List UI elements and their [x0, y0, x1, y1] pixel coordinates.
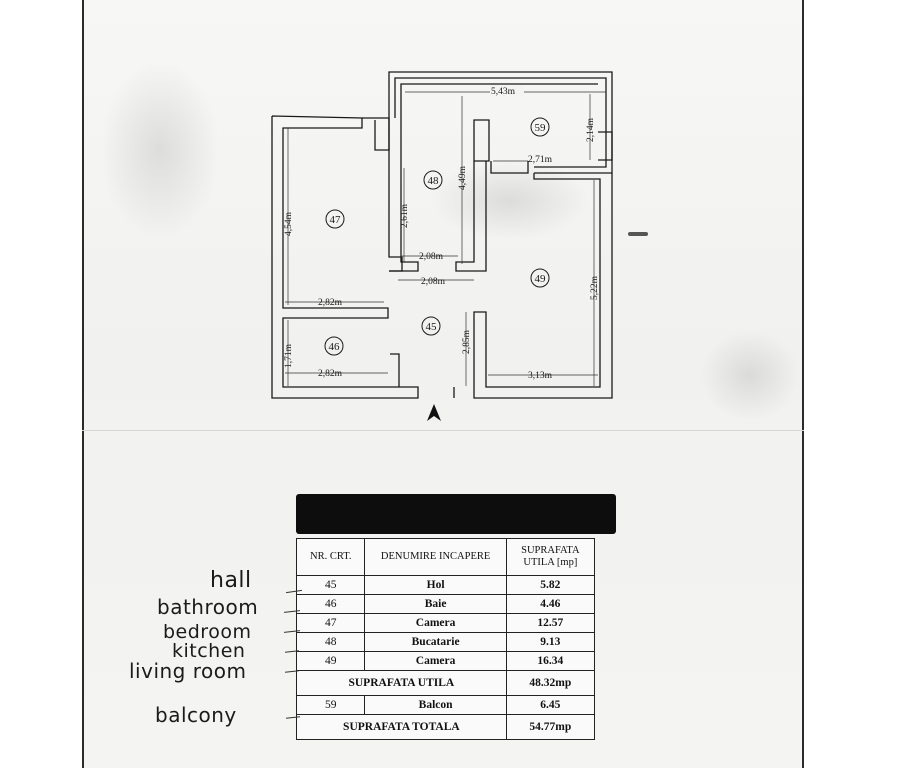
dimension-label: 1,71m: [284, 343, 294, 368]
area-table: NR. CRT. DENUMIRE INCAPERE SUPRAFATA UTI…: [295, 538, 596, 740]
table-row: 59 Balcon 6.45: [295, 695, 596, 715]
dimension-label: 2,08m: [419, 252, 444, 262]
total-value: 54.77mp: [505, 714, 596, 740]
dimension-label: 5,43m: [491, 87, 516, 97]
subtotal-row: SUPRAFATA UTILA 48.32mp: [296, 670, 596, 696]
dimension-label: 3,13m: [528, 371, 553, 381]
subtotal-label: SUPRAFATA UTILA: [296, 670, 507, 696]
table-header-row: NR. CRT. DENUMIRE INCAPERE SUPRAFATA UTI…: [295, 538, 596, 576]
handwritten-note: bathroom: [157, 595, 259, 619]
cell-nr: 59: [295, 695, 366, 715]
cell-area: 5.82: [505, 575, 596, 595]
table-row: 49 Camera 16.34: [295, 651, 596, 671]
cell-area: 16.34: [505, 651, 596, 671]
cell-room-name: Bucatarie: [364, 632, 507, 652]
dimension-label: 2,82m: [318, 298, 343, 308]
wall-pillar: [473, 119, 490, 162]
cell-area: 12.57: [505, 613, 596, 633]
wall-balcony-column: [598, 131, 613, 161]
table-row: 46 Baie 4.46: [295, 594, 596, 614]
dimension-label: 4,54m: [284, 211, 294, 236]
cell-nr: 47: [295, 613, 366, 633]
total-label: SUPRAFATA TOTALA: [296, 714, 507, 740]
paper-mark: [628, 232, 648, 236]
subtotal-value: 48.32mp: [505, 670, 596, 696]
table-row: 45 Hol 5.82: [295, 575, 596, 595]
wall-kitchen-right: [455, 161, 487, 272]
handwritten-note: kitchen: [172, 640, 246, 662]
room-number: 46: [329, 341, 341, 353]
paper-smudge: [700, 330, 800, 420]
room-number: 47: [330, 214, 342, 226]
handwritten-note: balcony: [155, 703, 237, 727]
cell-area: 9.13: [505, 632, 596, 652]
wall-notch: [374, 118, 390, 151]
wall-49-top: [490, 161, 529, 174]
cell-room-name: Hol: [364, 575, 507, 595]
room-number: 59: [535, 122, 547, 134]
total-row: SUPRAFATA TOTALA 54.77mp: [296, 714, 596, 740]
north-arrow-icon: [427, 404, 441, 421]
dimension-label: 2,85m: [462, 329, 472, 354]
handwritten-note: hall: [210, 568, 252, 593]
room-number: 48: [428, 175, 440, 187]
cell-nr: 49: [295, 651, 366, 671]
column-header: SUPRAFATA UTILA [mp]: [505, 538, 596, 576]
paper-fold: [82, 430, 804, 431]
dimension-label: 2,61m: [400, 203, 410, 228]
table-row: 48 Bucatarie 9.13: [295, 632, 596, 652]
cell-nr: 45: [295, 575, 366, 595]
cell-room-name: Balcon: [364, 695, 507, 715]
redaction-bar: [296, 494, 616, 534]
balcony-wall: [388, 71, 613, 174]
table-row: 47 Camera 12.57: [295, 613, 596, 633]
room-number: 49: [535, 273, 547, 285]
column-header: NR. CRT.: [295, 538, 366, 576]
dimension-label: 2,82m: [318, 369, 343, 379]
handwritten-note: living room: [129, 659, 247, 683]
cell-room-name: Camera: [364, 613, 507, 633]
floor-plan: 5,43m 2,14m 2,71m 4,49m 2,61m 4,54m 2,08…: [271, 71, 613, 421]
dimension-label: 5,22m: [590, 275, 600, 300]
dimension-label: 4,49m: [458, 165, 468, 190]
paper-smudge: [100, 60, 220, 240]
wall-kitchen-left: [362, 117, 403, 272]
cell-area: 4.46: [505, 594, 596, 614]
balcony-wall-inner: [394, 77, 607, 168]
wall-kitchen-inner: [389, 118, 419, 272]
column-header: DENUMIRE INCAPERE: [364, 538, 507, 576]
handwritten-note: bedroom: [163, 621, 252, 643]
dimension-label: 2,14m: [586, 117, 596, 142]
cell-nr: 46: [295, 594, 366, 614]
cell-area: 6.45: [505, 695, 596, 715]
cell-room-name: Camera: [364, 651, 507, 671]
cell-room-name: Baie: [364, 594, 507, 614]
room-number: 45: [426, 321, 438, 333]
wall-left: [271, 115, 419, 399]
wall-bath-fixture: [390, 353, 400, 387]
cell-nr: 48: [295, 632, 366, 652]
wall-room-49: [473, 173, 613, 399]
balcony-wall-inner: [400, 83, 598, 118]
dimension-label: 2,08m: [421, 277, 446, 287]
dimension-label: 2,71m: [528, 155, 553, 165]
